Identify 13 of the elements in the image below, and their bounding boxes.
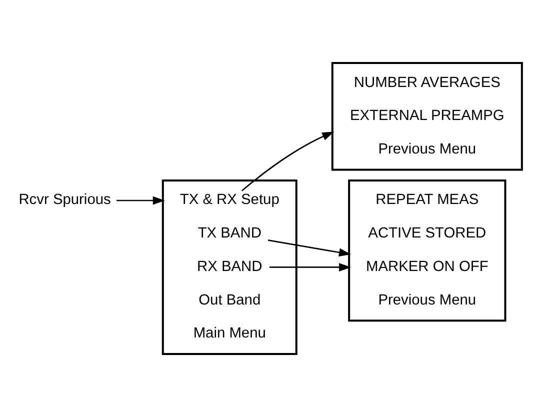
node-text: REPEAT MEAS [376, 192, 479, 208]
node-text: Previous Menu [378, 141, 476, 158]
node-text: Out Band [198, 292, 261, 308]
node-text: Previous Menu [378, 292, 476, 308]
node-text: Main Menu [193, 325, 266, 342]
node-text: NUMBER AVERAGES [354, 74, 500, 90]
node-text: EXTERNAL PREAMPG [350, 108, 504, 124]
node-text: TX BAND [198, 225, 262, 242]
node-text: TX & RX Setup [180, 192, 280, 208]
node-text: ACTIVE STORED [368, 225, 486, 242]
node-text: MARKER ON OFF [366, 258, 488, 274]
node-text: RX BAND [197, 258, 262, 274]
node-text: Rcvr Spurious [18, 192, 111, 208]
